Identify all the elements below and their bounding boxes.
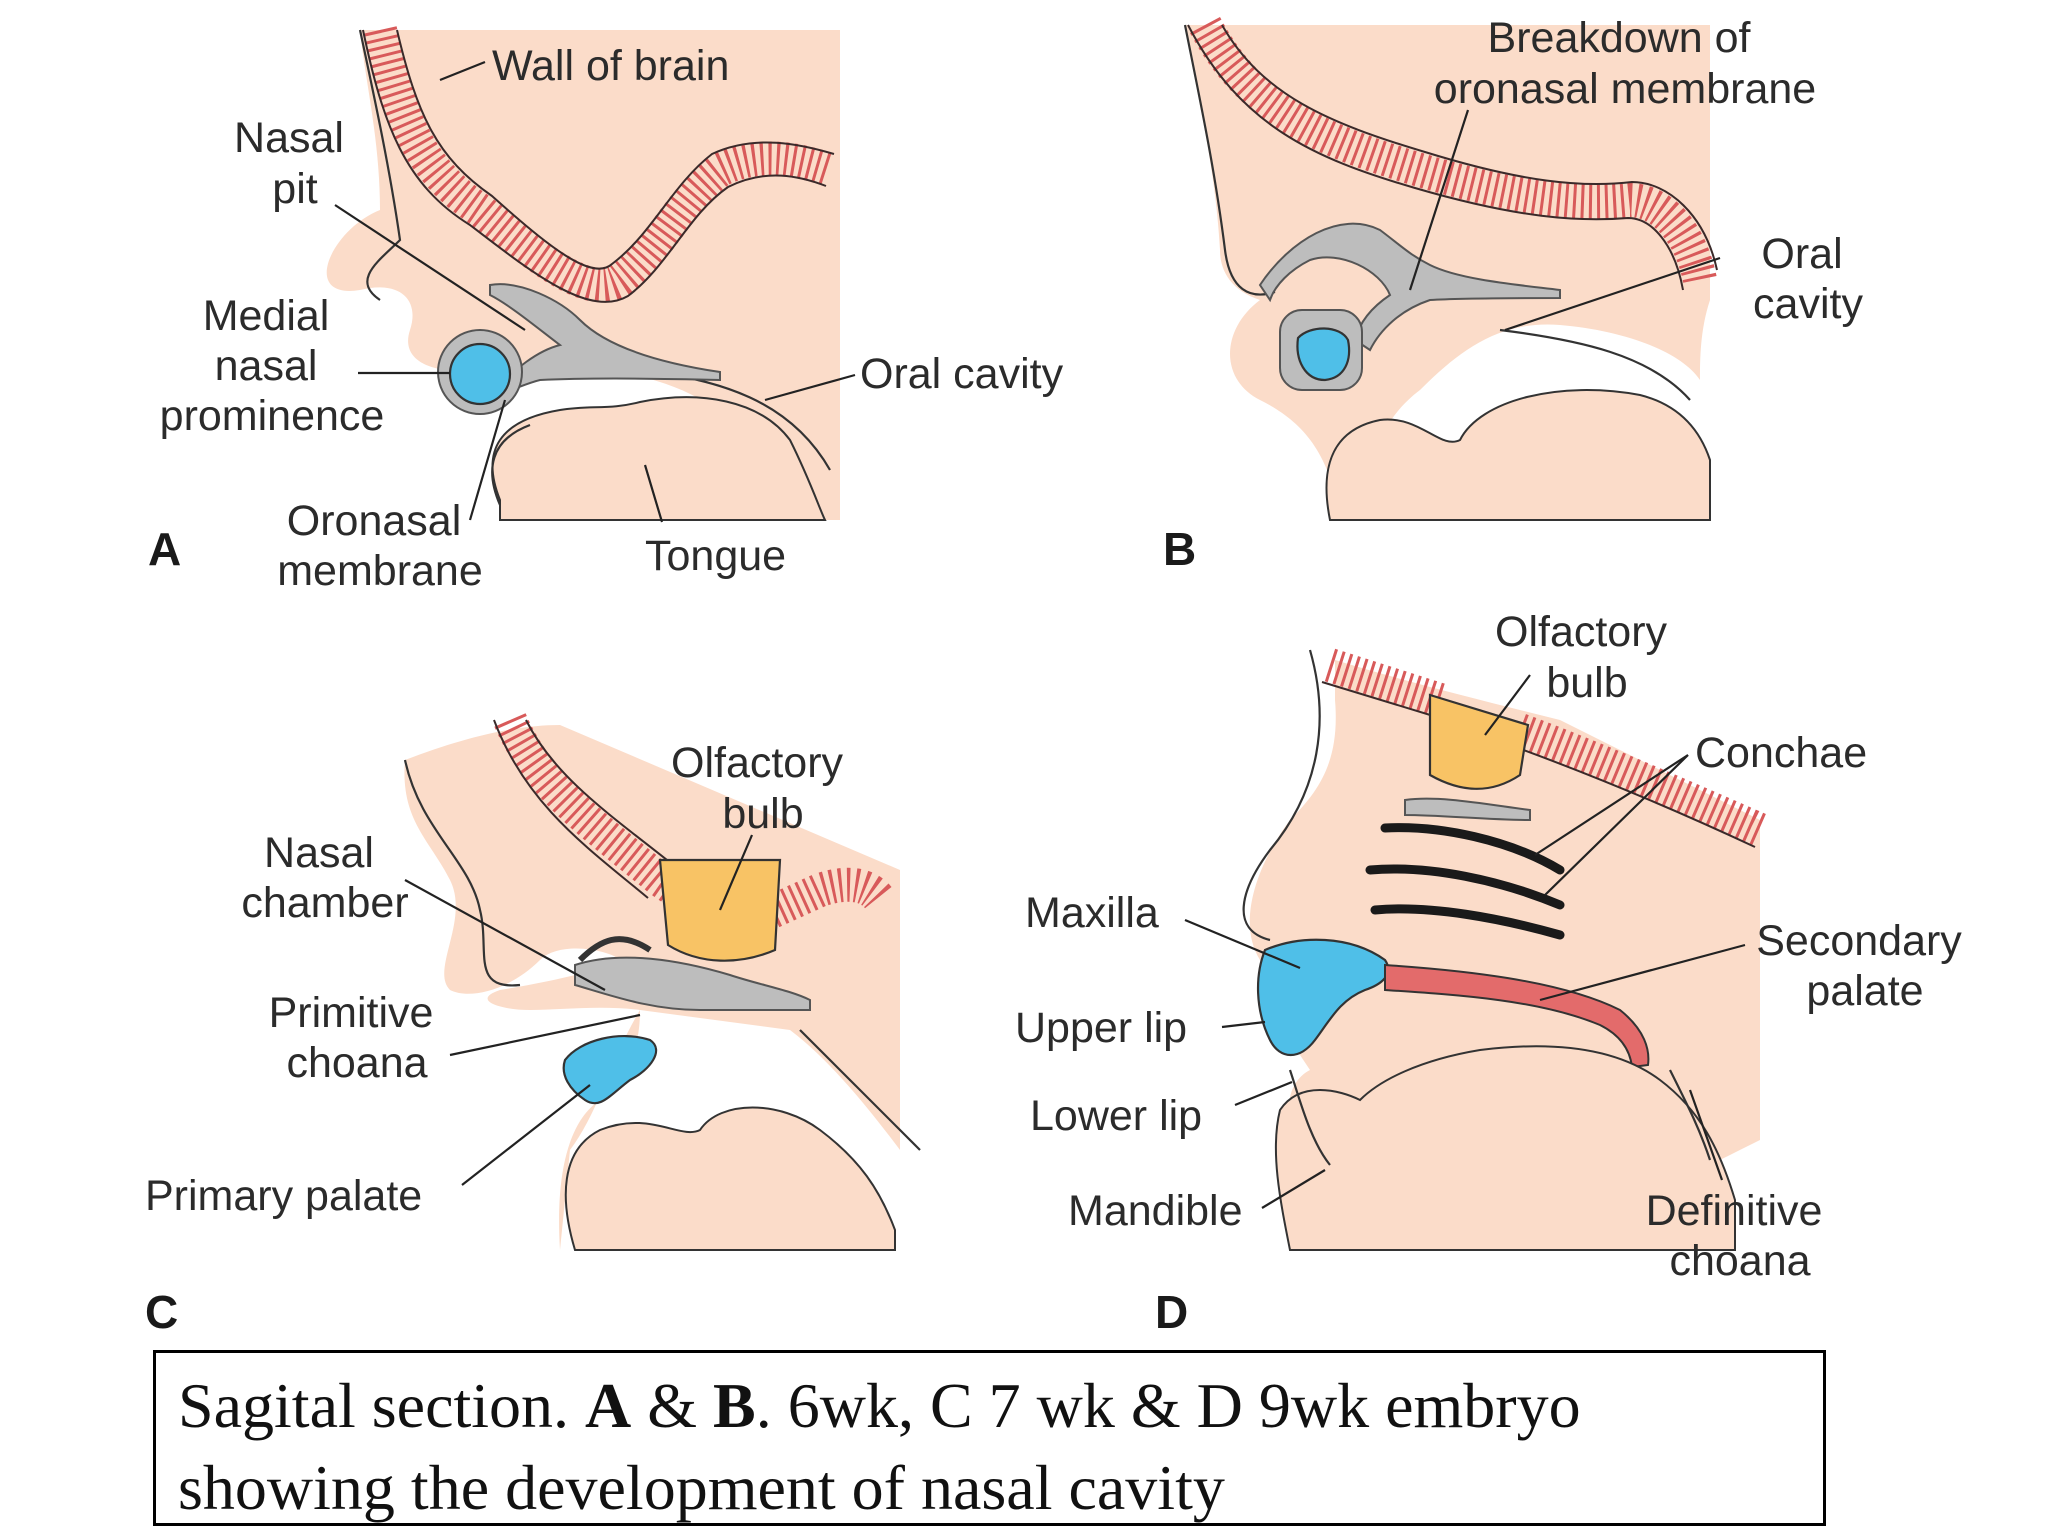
panel-c-nasal-roof — [577, 936, 652, 963]
panel-a-leader-oronasal — [468, 399, 507, 521]
figure-caption: Sagital section. A & B. 6wk, C 7 wk & D … — [153, 1350, 1826, 1526]
panel-d-label-maxilla: Maxilla — [1025, 889, 1159, 937]
panel-c-leader-primitive — [449, 1013, 641, 1057]
panel-a-oral-outline — [491, 423, 531, 506]
panel-d-secondary-palate — [1384, 963, 1650, 1069]
panel-a-brain-wall-inner-edge — [362, 29, 827, 303]
panel-c-label-primary-palate: Primary palate — [145, 1172, 422, 1220]
panel-a-head-tissue — [326, 30, 840, 520]
panel-c-face-outline — [403, 759, 521, 987]
panel-a: Wall of brain Nasal pit Medial nasal pro… — [148, 26, 1064, 595]
panel-d-concha-1 — [1380, 823, 1565, 875]
panel-a-brain-wall — [363, 26, 836, 303]
panel-d-face-outline — [1242, 649, 1321, 942]
panel-d-letter: D — [1155, 1286, 1188, 1338]
panel-d-label-mandible: Mandible — [1068, 1187, 1243, 1235]
panel-d-mandible — [1274, 1045, 1736, 1251]
panel-c-brain-wall-outer-edge — [525, 719, 673, 865]
panel-c-label-olfactory-bulb: Olfactory bulb — [671, 739, 855, 838]
panel-d-label-upper-lip: Upper lip — [1015, 1004, 1187, 1052]
panel-a-label-oronasal-membrane: Oronasal membrane — [277, 497, 483, 595]
panel-a-letter: A — [148, 523, 181, 575]
panel-c-olfactory-bulb — [658, 858, 782, 962]
panel-d-leader-maxilla — [1184, 918, 1301, 970]
panel-a-tongue — [491, 396, 827, 521]
panel-a-leader-nasal-pit — [334, 204, 526, 331]
panel-c-nasal-epithelium — [574, 956, 811, 1011]
panel-a-label-tongue: Tongue — [645, 532, 786, 580]
panel-d-leader-mandible — [1261, 1169, 1326, 1209]
panel-c-primary-palate — [562, 1035, 658, 1105]
panel-d-label-olfactory-bulb: Olfactory bulb — [1495, 608, 1679, 707]
panel-d-olfactory-bulb — [1428, 693, 1530, 790]
panel-d-brain-wall-2 — [1514, 714, 1767, 846]
panel-d-lower-lip-outline — [1288, 1069, 1331, 1166]
panel-d-nasal-epithelium — [1404, 797, 1531, 822]
panel-d-leader-conchae-2 — [1544, 754, 1689, 896]
panel-b-oral-outline — [1499, 328, 1691, 401]
panel-d-label-secondary-palate: Secondary palate — [1756, 917, 1974, 1015]
panel-b-label-oral-cavity: Oral cavity — [1753, 230, 1863, 328]
panel-d-maxilla — [1257, 938, 1390, 1056]
caption-text-line2: showing the development of nasal cavity — [178, 1452, 1225, 1523]
caption-bold-a: A — [585, 1370, 632, 1441]
panel-c-mandible — [564, 1106, 896, 1251]
panel-a-label-wall-of-brain: Wall of brain — [492, 42, 729, 90]
panel-b-face-outline — [1183, 24, 1276, 296]
caption-bold-b: B — [713, 1370, 756, 1441]
panel-c-leader-nasal-chamber — [404, 879, 606, 991]
panel-c-label-primitive-choana: Primitive choana — [269, 989, 446, 1087]
panel-d-leader-upper-lip — [1221, 1020, 1266, 1029]
panel-a-leader-tongue — [643, 464, 664, 523]
panel-b-medial-nasal-prominence-core — [1296, 327, 1351, 382]
panel-d-label-definitive-choana: Definitive choana — [1646, 1187, 1835, 1285]
panel-c-letter: C — [145, 1286, 178, 1338]
panel-d-leader-definitive — [1688, 1089, 1724, 1181]
panel-a-label-nasal-pit: Nasal pit — [234, 114, 356, 213]
panel-c-brain-wall-inner-edge — [493, 719, 649, 899]
panel-d: Olfactory bulb Conchae Maxilla Secondary… — [1015, 608, 1974, 1338]
panel-a-brain-wall-outer-edge — [396, 29, 835, 270]
panel-c-leader-olfactory — [718, 834, 754, 911]
panel-a-face-outline — [358, 29, 402, 301]
caption-text-part3: . 6wk, C 7 wk & D 9wk embryo — [755, 1370, 1581, 1441]
panel-c-leader-primary-palate — [461, 1084, 591, 1186]
caption-text-part2: & — [631, 1370, 714, 1441]
panel-d-leader-secondary — [1539, 943, 1746, 1002]
panel-a-leader-oral — [764, 373, 856, 402]
panel-d-choana-outline — [1669, 1069, 1712, 1161]
panel-b-letter: B — [1163, 523, 1196, 575]
caption-text-part1: Sagital section. — [178, 1370, 586, 1441]
panel-b-brain-wall-inner-edge — [1187, 24, 1684, 291]
panel-d-label-lower-lip: Lower lip — [1030, 1092, 1202, 1140]
panel-a-label-oral-cavity: Oral cavity — [860, 350, 1064, 398]
panel-a-label-medial-nasal-prominence: Medial nasal prominence — [160, 292, 385, 440]
panel-a-medial-nasal-prominence-core — [448, 342, 512, 406]
panel-a-nasal-epithelium — [489, 283, 721, 393]
panel-c-label-nasal-chamber: Nasal chamber — [241, 829, 408, 927]
panel-b-leader-oral — [1504, 256, 1721, 332]
panel-c-oral-outline — [799, 1029, 921, 1151]
panel-d-leader-lower-lip — [1234, 1080, 1293, 1107]
panel-d-leader-conchae-1 — [1534, 754, 1689, 856]
panel-d-brain-wall-edge — [1321, 681, 1756, 848]
panel-d-leader-olfactory — [1484, 674, 1531, 736]
panel-b-label-breakdown: Breakdown of oronasal membrane — [1434, 14, 1816, 113]
panel-d-label-conchae: Conchae — [1695, 729, 1867, 777]
panel-b-brain-wall-outer-edge — [1221, 24, 1718, 271]
panel-d-brain-wall — [1324, 648, 1446, 717]
panel-c: Olfactory bulb Nasal chamber Primitive c… — [145, 713, 921, 1338]
panel-a-leader-wall — [439, 60, 486, 82]
panel-d-concha-2 — [1365, 864, 1565, 910]
panel-c-brain-wall-2 — [757, 867, 895, 931]
panel-b-leader-breakdown — [1408, 109, 1470, 291]
panel-b-mandible — [1325, 389, 1711, 521]
panel-d-concha-3 — [1370, 904, 1565, 940]
panel-b: Breakdown of oronasal membrane Oral cavi… — [1163, 14, 1863, 575]
